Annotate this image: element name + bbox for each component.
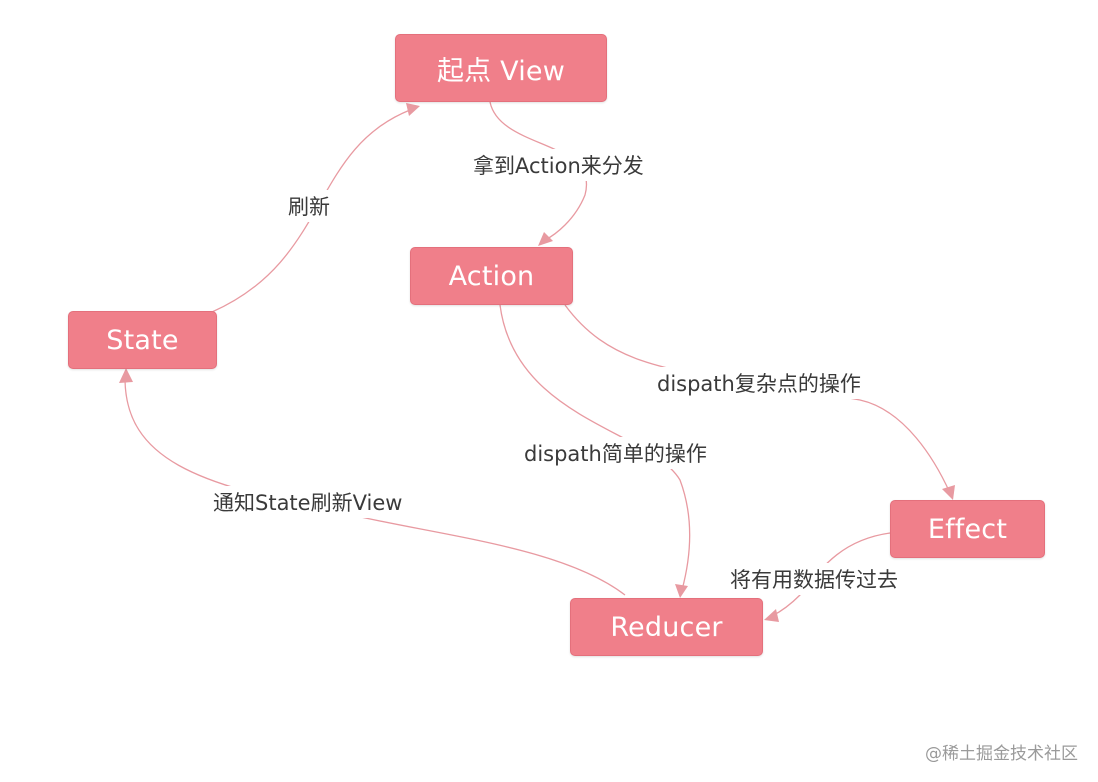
arrow-effect-to-reducer xyxy=(764,609,779,622)
node-view: 起点 View xyxy=(395,34,607,102)
arrow-action-to-reducer xyxy=(675,584,688,598)
arrow-state-to-view xyxy=(406,103,420,116)
label-effect-to-reducer: 将有用数据传过去 xyxy=(727,563,901,595)
node-action: Action xyxy=(410,247,573,305)
node-reducer: Reducer xyxy=(570,598,763,656)
label-action-to-effect: dispath复杂点的操作 xyxy=(654,367,864,399)
label-reducer-to-state: 通知State刷新View xyxy=(210,486,406,518)
label-view-to-action: 拿到Action来分发 xyxy=(470,149,647,181)
node-effect: Effect xyxy=(890,500,1045,558)
watermark: @稀土掘金技术社区 xyxy=(925,744,1078,764)
node-state: State xyxy=(68,311,217,369)
arrow-reducer-to-state xyxy=(119,368,133,383)
arrow-action-to-effect xyxy=(942,485,955,500)
label-action-to-reducer: dispath简单的操作 xyxy=(521,437,710,469)
arrow-view-to-action xyxy=(538,232,553,246)
label-state-to-view: 刷新 xyxy=(285,190,333,222)
